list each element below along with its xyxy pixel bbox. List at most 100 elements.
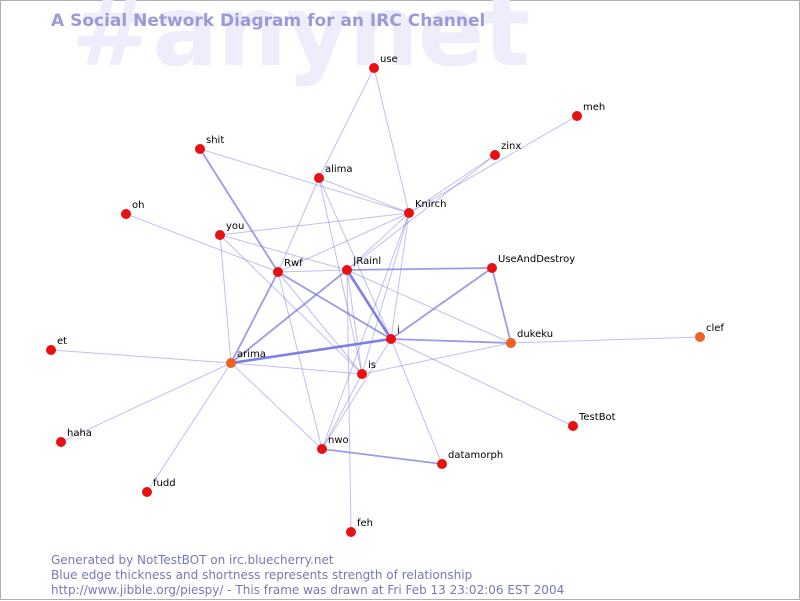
node-meh: meh — [572, 102, 605, 121]
edge-rainl-useanddestroy — [346, 267, 493, 271]
node-dot-haha — [56, 437, 66, 447]
node-use: use — [369, 54, 398, 73]
node-knirch: Knirch — [404, 199, 446, 218]
node-alima: alima — [314, 164, 353, 183]
node-useanddestroy: UseAndDestroy — [487, 254, 575, 273]
edge-alima-knirch — [318, 177, 410, 214]
edge-you-rainl — [219, 234, 348, 271]
node-label-testbot: TestBot — [578, 412, 616, 423]
edge-dukeku-is — [361, 342, 512, 375]
node-label-feh: feh — [357, 518, 373, 529]
edge-arima-fudd — [146, 362, 232, 493]
edge-i-testbot — [390, 338, 574, 427]
node-label-datamorph: datamorph — [448, 450, 503, 461]
node-dot-useanddestroy — [487, 263, 497, 273]
edge-rainl-arima — [230, 269, 348, 364]
edge-you-is — [219, 234, 363, 375]
edge-you-arima — [219, 234, 232, 364]
edge-shit-knirch — [199, 148, 410, 214]
node-clef: clef — [695, 323, 724, 342]
node-label-et: et — [57, 336, 67, 347]
edge-useanddestroy-i — [390, 267, 493, 340]
edge-knirch-you — [219, 212, 410, 236]
diagram-title: A Social Network Diagram for an IRC Chan… — [51, 11, 486, 31]
node-dukeku: dukeku — [506, 329, 553, 348]
node-et: et — [46, 336, 67, 355]
edge-zinx-knirch — [408, 154, 496, 214]
node-label-you: you — [226, 221, 244, 232]
node-label-i: i — [397, 325, 400, 336]
node-dot-rainl — [342, 265, 352, 275]
node-dot-is — [357, 369, 367, 379]
node-dot-datamorph — [437, 459, 447, 469]
edge-use-alima — [318, 67, 375, 179]
edge-knirch-i — [390, 212, 410, 340]
edge-rwf-i — [277, 271, 392, 340]
edge-meh-knirch — [408, 115, 578, 214]
node-label-rainl: |Rainl — [353, 256, 381, 267]
edge-oh-rwf — [125, 213, 279, 273]
edge-knirch-rwf — [277, 212, 410, 273]
edge-arima-nwo — [230, 362, 323, 450]
edge-i-nwo — [321, 338, 392, 450]
edge-useanddestroy-dukeku — [491, 267, 512, 344]
node-dot-rwf — [273, 267, 283, 277]
node-dot-et — [46, 345, 56, 355]
node-nwo: nwo — [317, 435, 349, 454]
edge-nwo-datamorph — [321, 448, 443, 465]
node-dot-testbot — [568, 421, 578, 431]
node-dot-oh — [121, 209, 131, 219]
node-datamorph: datamorph — [437, 450, 503, 469]
node-oh: oh — [121, 200, 144, 219]
edge-rainl-dukeku — [346, 269, 512, 344]
node-rainl: |Rainl — [342, 256, 381, 275]
node-is: is — [357, 360, 376, 379]
edge-shit-rwf — [199, 148, 279, 273]
node-you: you — [215, 221, 244, 240]
node-label-arima: arima — [237, 349, 266, 360]
edge-dukeku-clef — [510, 336, 701, 344]
channel-watermark: #anynet — [71, 0, 530, 89]
node-arima: arima — [226, 349, 266, 368]
edge-rwf-rainl — [277, 269, 348, 273]
edge-arima-is — [230, 362, 363, 375]
node-label-nwo: nwo — [328, 435, 349, 446]
edge-use-knirch — [373, 67, 410, 214]
edge-et-arima — [50, 349, 232, 364]
node-dot-dukeku — [506, 338, 516, 348]
node-label-shit: shit — [206, 135, 224, 146]
node-dot-alima — [314, 173, 324, 183]
edge-rwf-nwo — [277, 271, 323, 450]
node-i: i — [386, 325, 400, 344]
edge-layer — [50, 67, 701, 533]
node-label-oh: oh — [132, 200, 144, 211]
node-dot-fudd — [142, 487, 152, 497]
edge-rainl-is — [346, 269, 363, 375]
node-dot-knirch — [404, 208, 414, 218]
node-feh: feh — [346, 518, 373, 537]
edge-i-arima — [230, 337, 392, 365]
node-shit: shit — [195, 135, 224, 154]
edge-rainl-i — [345, 269, 393, 340]
node-dot-i — [386, 334, 396, 344]
node-dot-feh — [346, 527, 356, 537]
node-label-fudd: fudd — [153, 478, 176, 489]
footer-generated-by: Generated by NotTestBOT on irc.bluecherr… — [51, 553, 334, 567]
node-dot-meh — [572, 111, 582, 121]
node-dot-arima — [226, 358, 236, 368]
footer-url-timestamp: http://www.jibble.org/piespy/ - This fra… — [51, 583, 565, 597]
edge-knirch-rainl — [346, 212, 410, 271]
node-dot-clef — [695, 332, 705, 342]
edge-alima-rwf — [277, 177, 320, 273]
node-fudd: fudd — [142, 478, 176, 497]
node-label-knirch: Knirch — [415, 199, 446, 210]
node-label-dukeku: dukeku — [517, 329, 553, 340]
node-label-rwf: Rwf — [284, 258, 303, 269]
edge-is-nwo — [321, 373, 363, 450]
node-label-alima: alima — [325, 164, 353, 175]
node-dot-zinx — [490, 150, 500, 160]
edge-rwf-arima — [230, 271, 279, 364]
